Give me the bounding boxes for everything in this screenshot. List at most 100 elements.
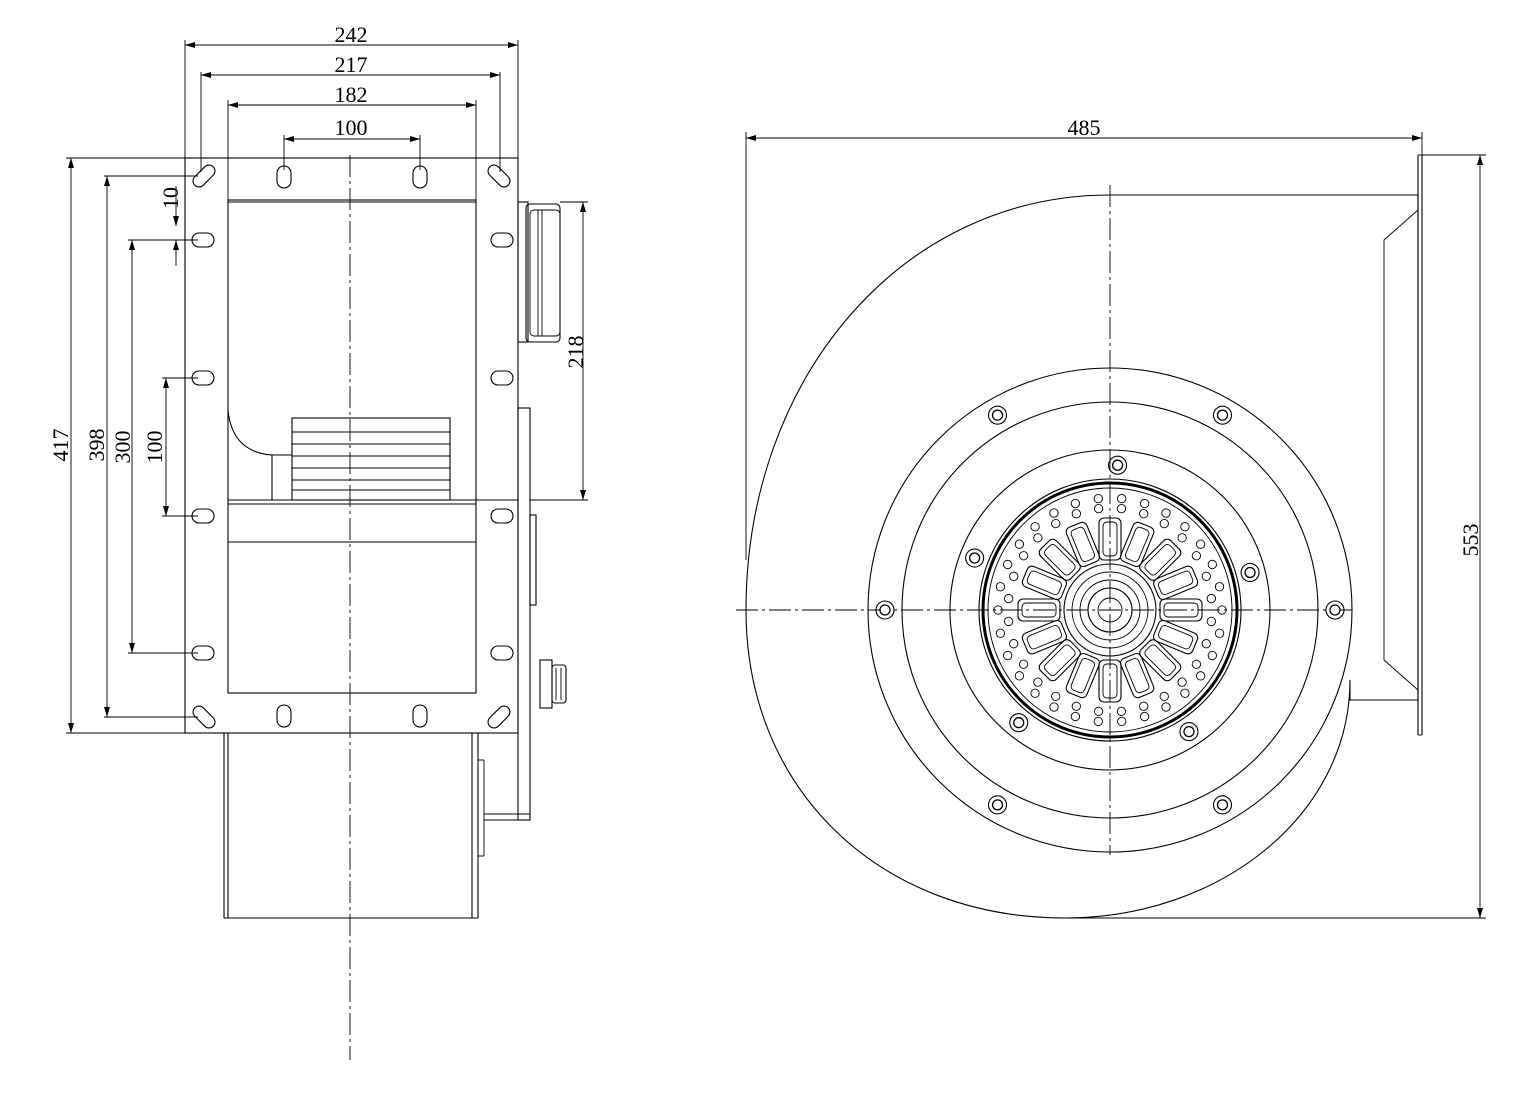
perforation-hole xyxy=(1014,671,1025,681)
perforation-hole xyxy=(1014,539,1025,549)
rib xyxy=(1152,565,1199,601)
outlet-flange xyxy=(1383,154,1423,736)
perforation-hole xyxy=(1217,605,1227,615)
dim-398: 398 xyxy=(84,429,109,462)
dim-242: 242 xyxy=(335,22,368,47)
dim-218: 218 xyxy=(563,336,588,369)
perforation-hole xyxy=(1051,691,1061,702)
perforation-hole xyxy=(1093,706,1104,717)
perforation-hole xyxy=(1030,522,1040,532)
bolt xyxy=(987,795,1008,815)
perforation-hole xyxy=(995,582,1006,592)
perforation-hole xyxy=(1139,509,1149,519)
perforation-hole xyxy=(1003,616,1014,627)
rib xyxy=(1119,652,1155,699)
perforation-hole xyxy=(1161,702,1171,712)
perforation-hole xyxy=(1180,522,1190,532)
perforation-hole xyxy=(1071,701,1081,711)
cable-gland xyxy=(539,659,567,709)
dim-417: 417 xyxy=(48,429,73,462)
rib xyxy=(1065,652,1101,699)
perforation-hole xyxy=(1003,650,1013,661)
perforation-hole xyxy=(1201,571,1211,581)
perforation-hole xyxy=(995,628,1006,638)
rib xyxy=(1139,639,1182,682)
flange-opening xyxy=(227,199,477,694)
perforation-hole xyxy=(1093,493,1103,504)
housing-curve xyxy=(227,409,292,456)
dim-553: 553 xyxy=(1458,524,1483,557)
mounting-slots xyxy=(191,164,514,729)
perforation-hole xyxy=(1070,711,1081,722)
perforation-hole xyxy=(1214,628,1225,638)
motor-fins xyxy=(291,417,451,501)
rib xyxy=(1038,639,1081,682)
flange-plate xyxy=(184,157,519,734)
bolt xyxy=(1325,600,1345,620)
perforation-hole xyxy=(1191,551,1202,561)
perforation-hole xyxy=(1159,518,1169,529)
perforation-hole xyxy=(1117,493,1127,504)
perforation-hole xyxy=(1030,688,1040,698)
mounting-bolts xyxy=(875,405,1345,815)
bolt xyxy=(875,600,895,620)
perforation-hole xyxy=(1191,659,1202,669)
rib xyxy=(1159,598,1203,622)
perforation-hole xyxy=(1116,706,1127,717)
rib xyxy=(1139,538,1182,581)
rib xyxy=(1119,521,1155,568)
dim-182: 182 xyxy=(335,82,368,107)
perforation-hole xyxy=(1117,716,1127,727)
perforation-hole xyxy=(1177,677,1187,687)
dim-100-top: 100 xyxy=(335,115,368,140)
perforation-hole xyxy=(1206,593,1217,604)
bolt xyxy=(1240,562,1260,583)
perforation-hole xyxy=(1116,503,1127,514)
motor-hub xyxy=(1063,563,1157,657)
perforation-hole xyxy=(1009,639,1019,649)
perforation-hole xyxy=(1009,571,1019,581)
perforation-hole xyxy=(1206,616,1217,627)
rib xyxy=(1017,598,1061,622)
perforation-hole xyxy=(1033,533,1043,543)
perforation-hole xyxy=(1177,533,1187,543)
scroll-housing xyxy=(745,194,1419,919)
height-dimensions: 417 398 300 100 10 218 xyxy=(48,157,588,734)
bolt xyxy=(1009,713,1029,733)
perforation-hole xyxy=(1201,639,1211,649)
perforation-hole xyxy=(1018,659,1029,669)
rib xyxy=(1065,521,1101,568)
perforation-hole xyxy=(1070,498,1081,509)
terminal-box xyxy=(484,201,561,821)
dim-10: 10 xyxy=(158,187,183,209)
bolt xyxy=(965,548,985,568)
outlet-duct xyxy=(223,733,485,919)
rib xyxy=(1098,517,1122,561)
perforation-hole xyxy=(1003,593,1014,604)
perforation-hole xyxy=(1180,688,1190,698)
perforation-hole xyxy=(1003,559,1013,570)
front-view: 485 553 xyxy=(736,115,1486,919)
motor-ribs xyxy=(1017,517,1203,703)
rib xyxy=(1021,619,1068,655)
perforation-hole xyxy=(1139,711,1150,722)
side-view: 242 217 182 100 417 398 xyxy=(48,22,588,1060)
perforation-hole xyxy=(1093,716,1103,727)
dim-217: 217 xyxy=(335,52,368,77)
perforation-hole xyxy=(1161,508,1171,518)
perforation-holes xyxy=(993,493,1227,727)
perforation-hole xyxy=(1207,559,1217,570)
perforation-hole xyxy=(1093,503,1104,514)
perforation-hole xyxy=(1139,701,1149,711)
perforation-hole xyxy=(1051,518,1061,529)
perforation-hole xyxy=(1049,508,1059,518)
rib xyxy=(1098,659,1122,703)
perforation-hole xyxy=(1159,691,1169,702)
dim-485: 485 xyxy=(1068,115,1101,140)
rib xyxy=(1152,619,1199,655)
bolt xyxy=(1179,722,1199,742)
perforation-hole xyxy=(1033,677,1043,687)
bolt xyxy=(1212,795,1233,815)
perforation-hole xyxy=(1018,551,1029,561)
